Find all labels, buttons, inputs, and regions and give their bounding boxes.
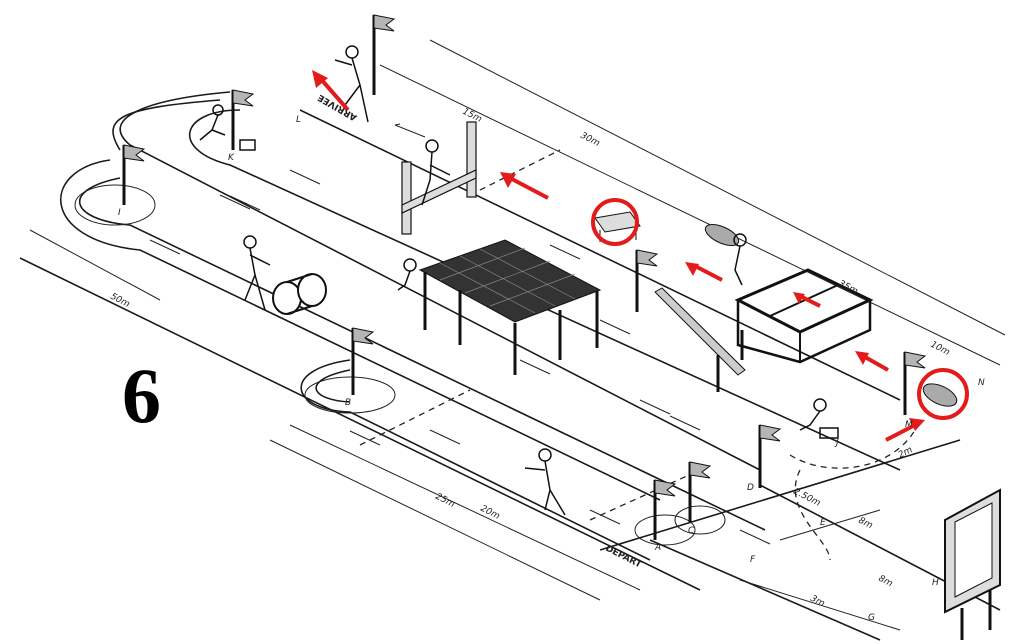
flag-icon (635, 249, 659, 312)
point-letter: L (296, 115, 301, 125)
point-letter: E (820, 518, 826, 528)
athlete (397, 258, 417, 291)
point-letter: K (228, 153, 235, 163)
flag-icon (351, 327, 375, 395)
athlete (243, 235, 271, 311)
highlight-circle (591, 198, 639, 246)
grid-table-obstacle (418, 239, 602, 375)
athlete (334, 45, 369, 123)
arrow-icon (885, 418, 925, 442)
flag-icon (231, 89, 255, 150)
flag-icon (903, 351, 927, 415)
point-letter: F (750, 555, 756, 565)
arrow-icon (855, 351, 889, 372)
target-panel (944, 488, 1001, 640)
red-highlights (312, 70, 969, 442)
water-pit-obstacle (734, 268, 874, 364)
athlete (799, 398, 839, 439)
point-letter: G (868, 613, 875, 623)
point-letter: I (118, 208, 121, 218)
point-letter: B (345, 398, 351, 408)
point-letters: A B C D E F G H I J K L M N (118, 115, 985, 623)
hurdle-obstacle (401, 121, 477, 235)
flag-icon (688, 461, 712, 522)
dim-3m: 3m (809, 594, 827, 610)
point-letter: H (932, 578, 939, 588)
arrow-icon (793, 292, 821, 308)
flag-icon (122, 144, 146, 205)
dim-10m: 10m (929, 340, 952, 358)
point-letter: C (688, 526, 695, 536)
dim-2m: 2m (897, 445, 915, 461)
athlete (733, 233, 747, 286)
dim-2-50m: 2.50m (792, 487, 822, 509)
tire-drag-obstacle (272, 273, 327, 315)
flag-icon (372, 14, 396, 95)
dim-25m: 25m (434, 492, 457, 510)
track-lines (19, 39, 1006, 641)
point-letter: N (978, 378, 985, 388)
flag-icon (653, 479, 677, 540)
athlete (421, 139, 451, 206)
point-letter: J (834, 438, 839, 448)
athlete-figures (199, 45, 839, 516)
point-letter: A (654, 543, 661, 553)
sack-obstacle (922, 383, 958, 407)
arrow-icon (500, 172, 549, 200)
highlight-circle (917, 368, 969, 420)
dim-30m: 30m (579, 131, 602, 149)
athlete (524, 448, 566, 516)
dummy-obstacle (704, 223, 740, 247)
direction-arrows (149, 123, 771, 545)
arrow-icon (685, 262, 723, 282)
point-letter: D (747, 483, 754, 493)
dim-35m: 35m (837, 279, 860, 297)
point-letter: M (905, 420, 913, 430)
flags (122, 14, 927, 540)
dim-8m-b: 8m (877, 574, 895, 590)
flag-icon (758, 424, 782, 488)
arrow-icon (312, 70, 350, 112)
athlete (199, 104, 226, 141)
dim-8m-a: 8m (857, 516, 875, 532)
turn-loops (74, 184, 726, 546)
figure-number: 6 (122, 352, 161, 439)
